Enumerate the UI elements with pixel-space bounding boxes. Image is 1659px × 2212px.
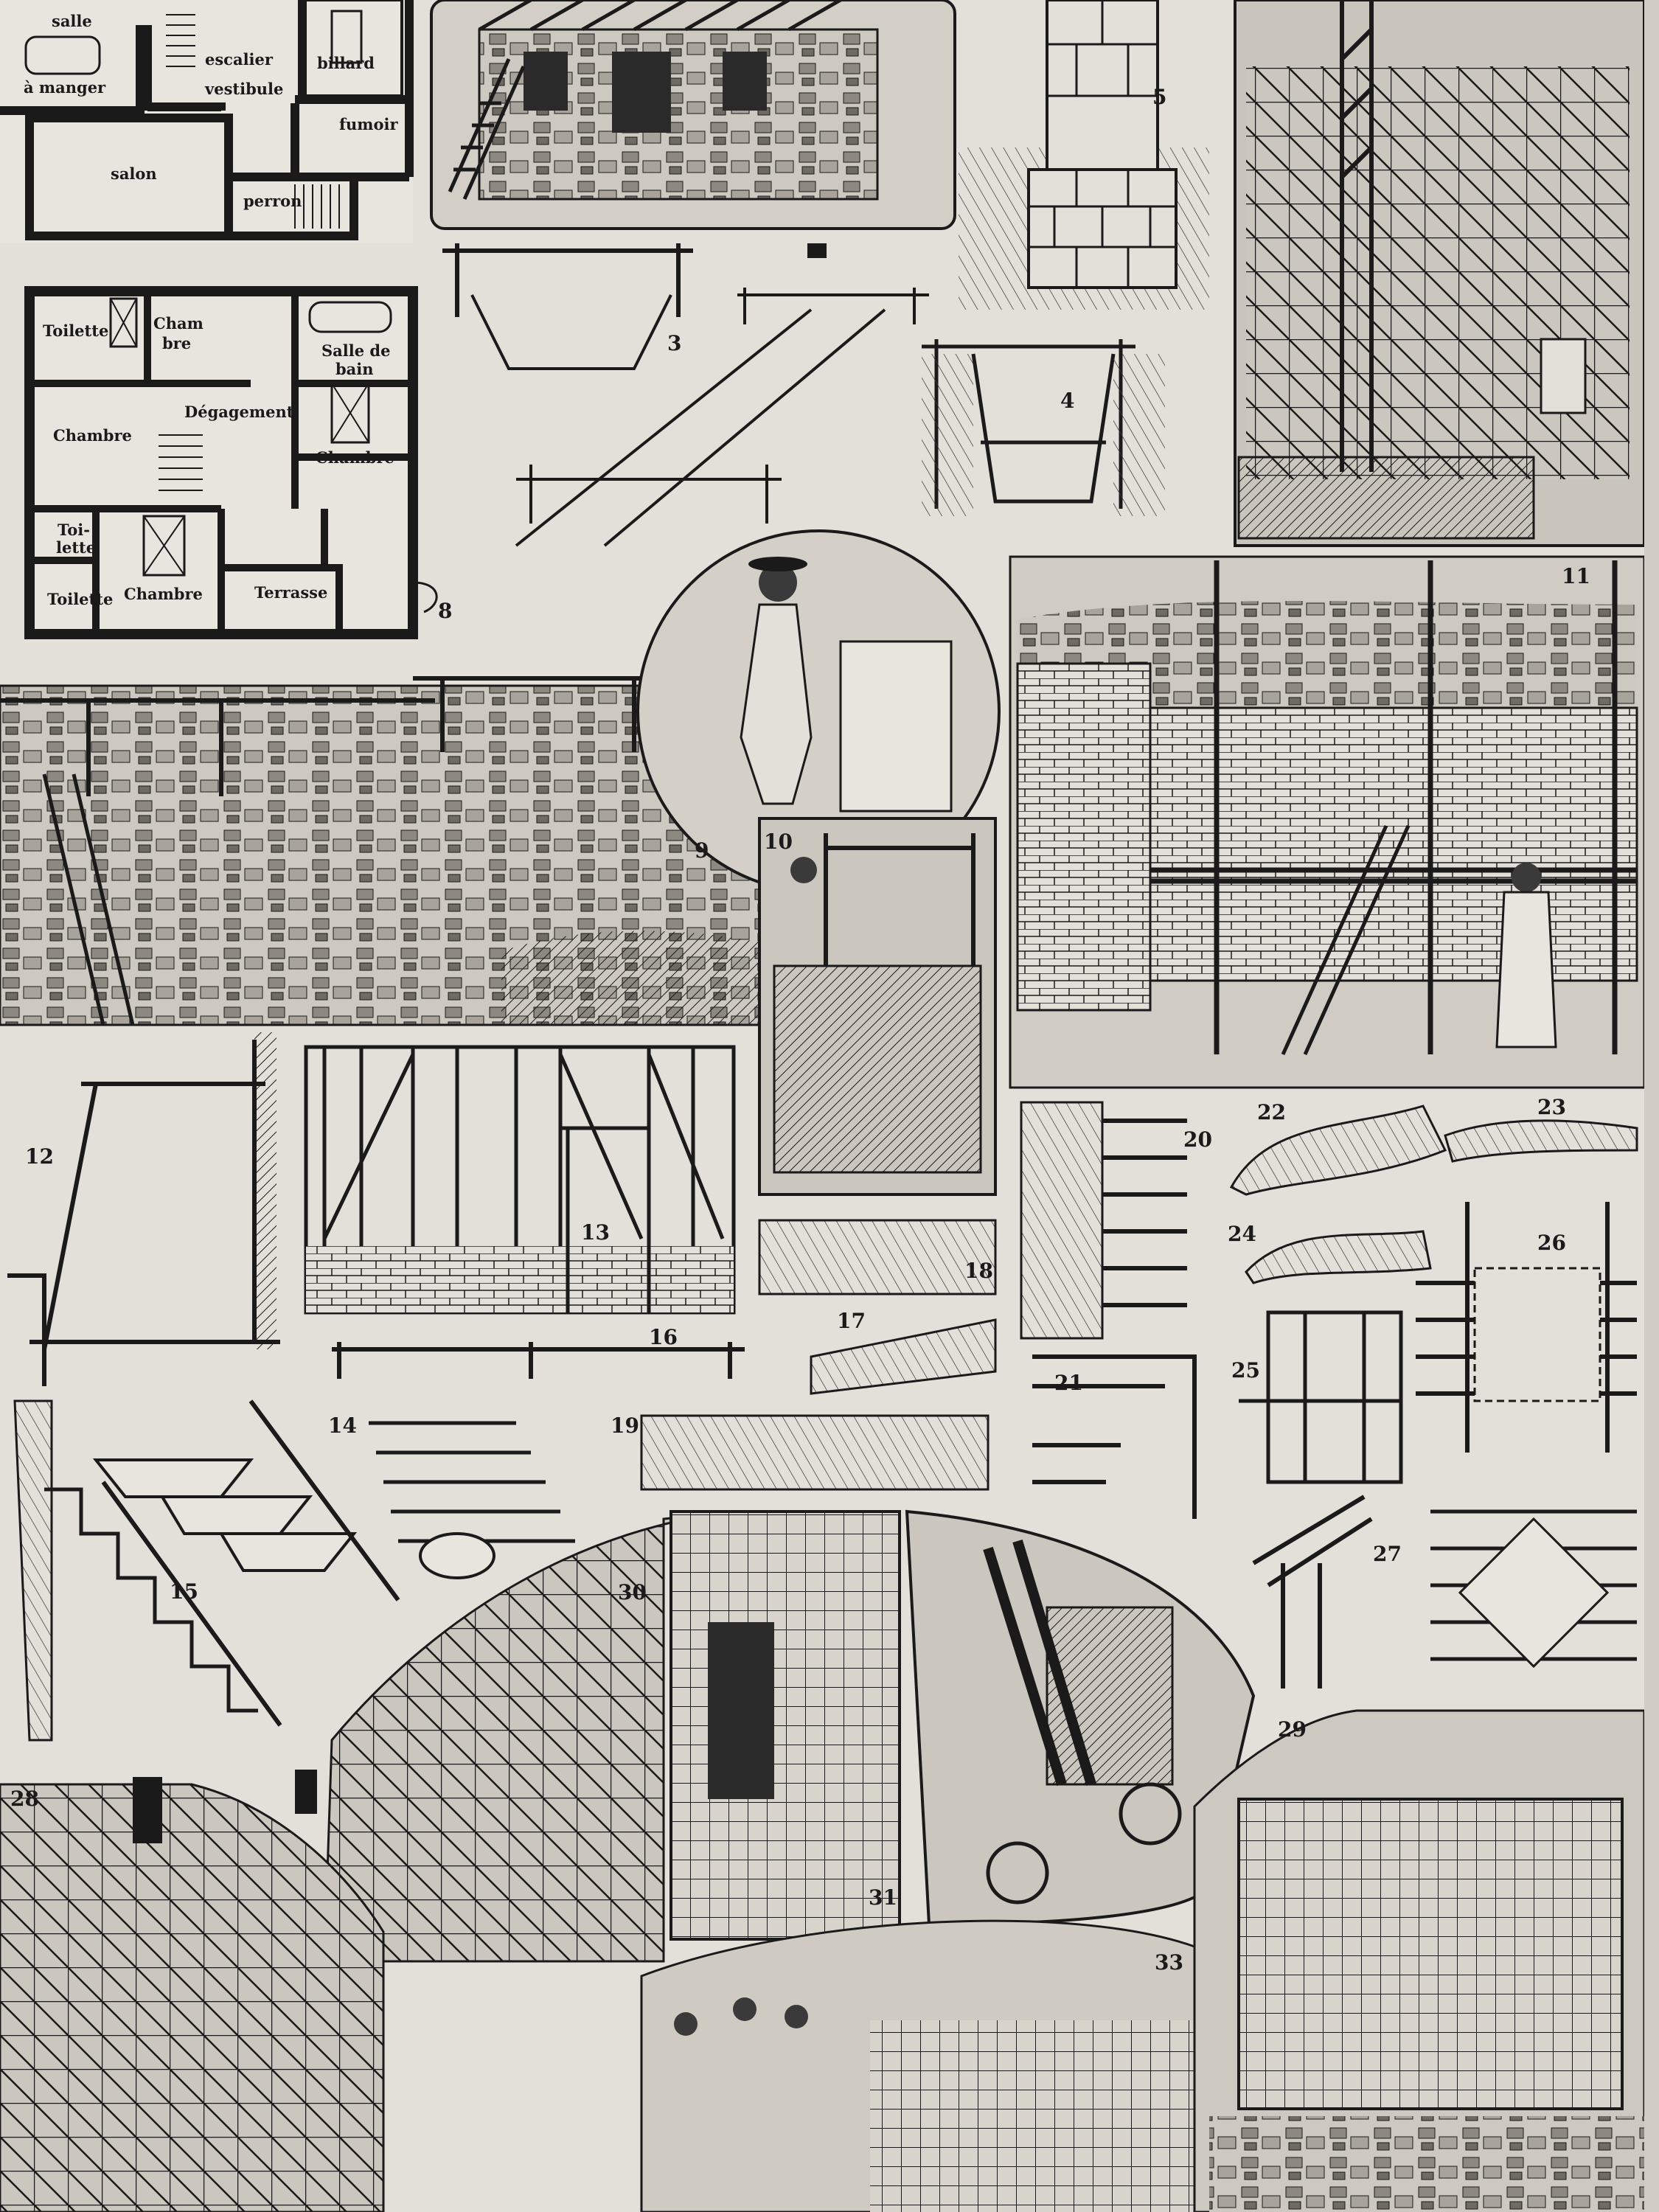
room-label-toilette: Toilette	[43, 321, 109, 340]
figure-number-10: 10	[764, 830, 793, 854]
room-label-salle: salle	[52, 12, 92, 30]
figure-number-5: 5	[1152, 85, 1167, 109]
room-label-a-manger: à manger	[24, 78, 106, 97]
room-label-lette: lette	[56, 538, 97, 557]
figure-number-3: 3	[667, 331, 682, 355]
room-label-chambre-right: Chambre	[316, 448, 394, 467]
figure-number-13: 13	[581, 1220, 610, 1245]
room-label-bain: bain	[335, 360, 374, 378]
room-label-perron: perron	[243, 192, 302, 210]
house-construction-engraving	[430, 0, 956, 230]
room-label-cham: Cham	[153, 314, 204, 333]
figure-number-29: 29	[1278, 1717, 1307, 1742]
figure-number-21: 21	[1054, 1371, 1083, 1395]
room-label-chambre-left: Chambre	[53, 426, 132, 445]
figure-number-27: 27	[1373, 1542, 1402, 1566]
figure-number-22: 22	[1257, 1100, 1286, 1124]
figure-number-30: 30	[618, 1580, 647, 1604]
figure-number-18: 18	[964, 1259, 993, 1283]
trench-drawings	[442, 243, 1165, 547]
room-label-bre: bre	[162, 334, 192, 352]
room-label-toi: Toi-	[58, 521, 90, 539]
room-label-degagement: Dégagement	[184, 403, 294, 421]
figure-number-23: 23	[1537, 1095, 1566, 1119]
room-label-salon: salon	[111, 164, 157, 183]
room-label-salle-de: Salle de	[321, 341, 391, 360]
figure-number-26: 26	[1537, 1231, 1566, 1255]
masonry-wall-engraving	[1009, 555, 1646, 1089]
room-label-toilette-bottom: Toilette	[47, 590, 114, 608]
roof-tile-details	[1229, 1105, 1638, 1688]
stonemason-medallion	[636, 529, 1001, 894]
figure-number-31: 31	[869, 1885, 897, 1910]
room-label-billard: billard	[317, 54, 375, 72]
figure-number-4: 4	[1060, 389, 1075, 413]
stone-cutting-engraving	[758, 817, 997, 1196]
carpentry-details	[7, 1032, 1197, 1519]
figure-number-17: 17	[837, 1309, 866, 1333]
figure-number-19: 19	[611, 1413, 639, 1438]
figure-number-20: 20	[1183, 1127, 1212, 1152]
figure-number-8: 8	[438, 599, 453, 623]
room-label-chambre-bottom: Chambre	[124, 585, 203, 603]
figure-number-24: 24	[1228, 1222, 1256, 1246]
room-label-vestibule: vestibule	[205, 80, 284, 98]
staircase-details	[13, 1399, 575, 1742]
figure-number-12: 12	[25, 1144, 54, 1169]
figure-number-33: 33	[1155, 1950, 1183, 1975]
room-label-escalier: escalier	[205, 50, 273, 69]
foundation-drawing	[959, 0, 1209, 310]
room-label-terrasse: Terrasse	[254, 583, 328, 602]
figure-number-16: 16	[649, 1325, 678, 1349]
figure-number-14: 14	[328, 1413, 357, 1438]
figure-number-15: 15	[170, 1579, 198, 1604]
ground-floor-plan	[0, 0, 414, 243]
room-label-fumoir: fumoir	[339, 115, 398, 133]
scaffold-building-engraving	[1234, 0, 1646, 547]
figure-number-11: 11	[1562, 564, 1590, 588]
figure-number-25: 25	[1231, 1358, 1260, 1382]
figure-number-9: 9	[695, 838, 709, 863]
figure-number-28: 28	[10, 1787, 39, 1811]
upper-floor-plan	[24, 286, 438, 639]
construction-site-engravings	[0, 1509, 1646, 2212]
stone-yard-engraving	[0, 676, 768, 1026]
